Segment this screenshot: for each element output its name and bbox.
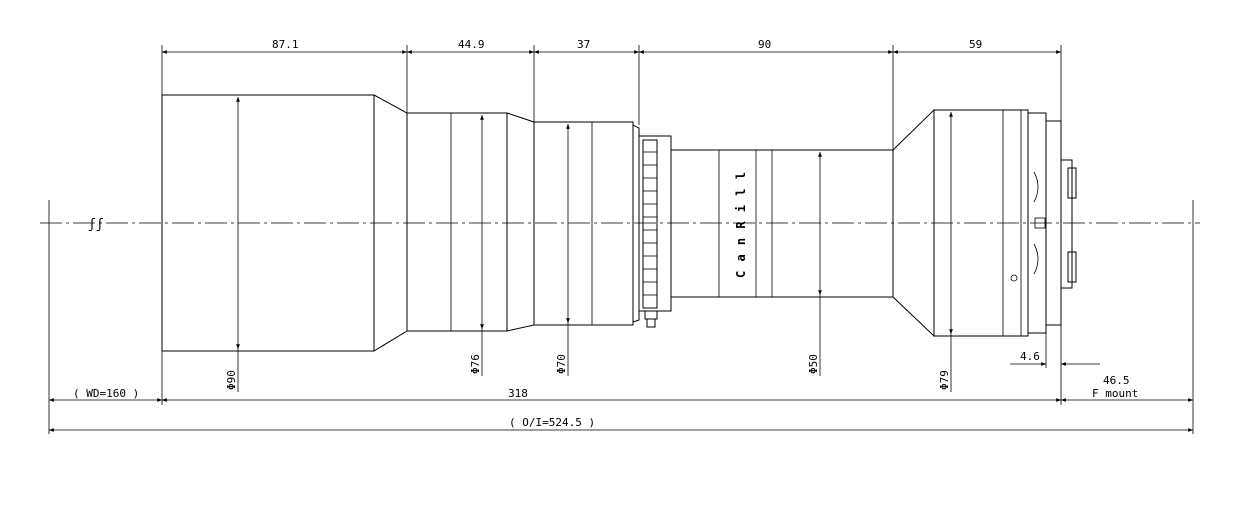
diameter-dimension-lines bbox=[236, 97, 953, 392]
flange-label-4-6: 4.6 bbox=[1020, 350, 1040, 363]
dim-label-87-1: 87.1 bbox=[272, 38, 299, 51]
dim-label-90: 90 bbox=[758, 38, 771, 51]
rear-indicator-dot bbox=[1010, 274, 1018, 282]
diameter-label-90: Φ90 bbox=[225, 370, 238, 390]
locking-screw bbox=[644, 310, 658, 320]
adapter-ring bbox=[638, 135, 672, 312]
oi-label: ( O/I=524.5 ) bbox=[509, 416, 595, 429]
diameter-label-76: Φ76 bbox=[469, 354, 482, 374]
break-symbol: ʃʃ bbox=[88, 217, 104, 232]
brand-label: C a n R i l l bbox=[734, 171, 748, 278]
diameter-label-50: Φ50 bbox=[807, 354, 820, 374]
diameter-label-79: Φ79 bbox=[938, 370, 951, 390]
dim-label-59: 59 bbox=[969, 38, 982, 51]
mount-type-label: F mount bbox=[1092, 387, 1138, 400]
wd-label: ( WD=160 ) bbox=[73, 387, 139, 400]
section-d70 bbox=[533, 121, 634, 326]
dim-label-37: 37 bbox=[577, 38, 590, 51]
front-barrel bbox=[161, 94, 375, 352]
bottom-dimension-lines bbox=[49, 362, 1193, 432]
diameter-label-70: Φ70 bbox=[555, 354, 568, 374]
section-d50 bbox=[670, 149, 894, 298]
bottom-extension-lines bbox=[48, 200, 1194, 434]
mount-distance-label: 46.5 bbox=[1103, 374, 1130, 387]
dim-label-44-9: 44.9 bbox=[458, 38, 485, 51]
top-extension-lines bbox=[161, 45, 1062, 160]
section-d76 bbox=[406, 112, 508, 332]
length-label-318: 318 bbox=[508, 387, 528, 400]
mid-taper bbox=[506, 112, 535, 332]
